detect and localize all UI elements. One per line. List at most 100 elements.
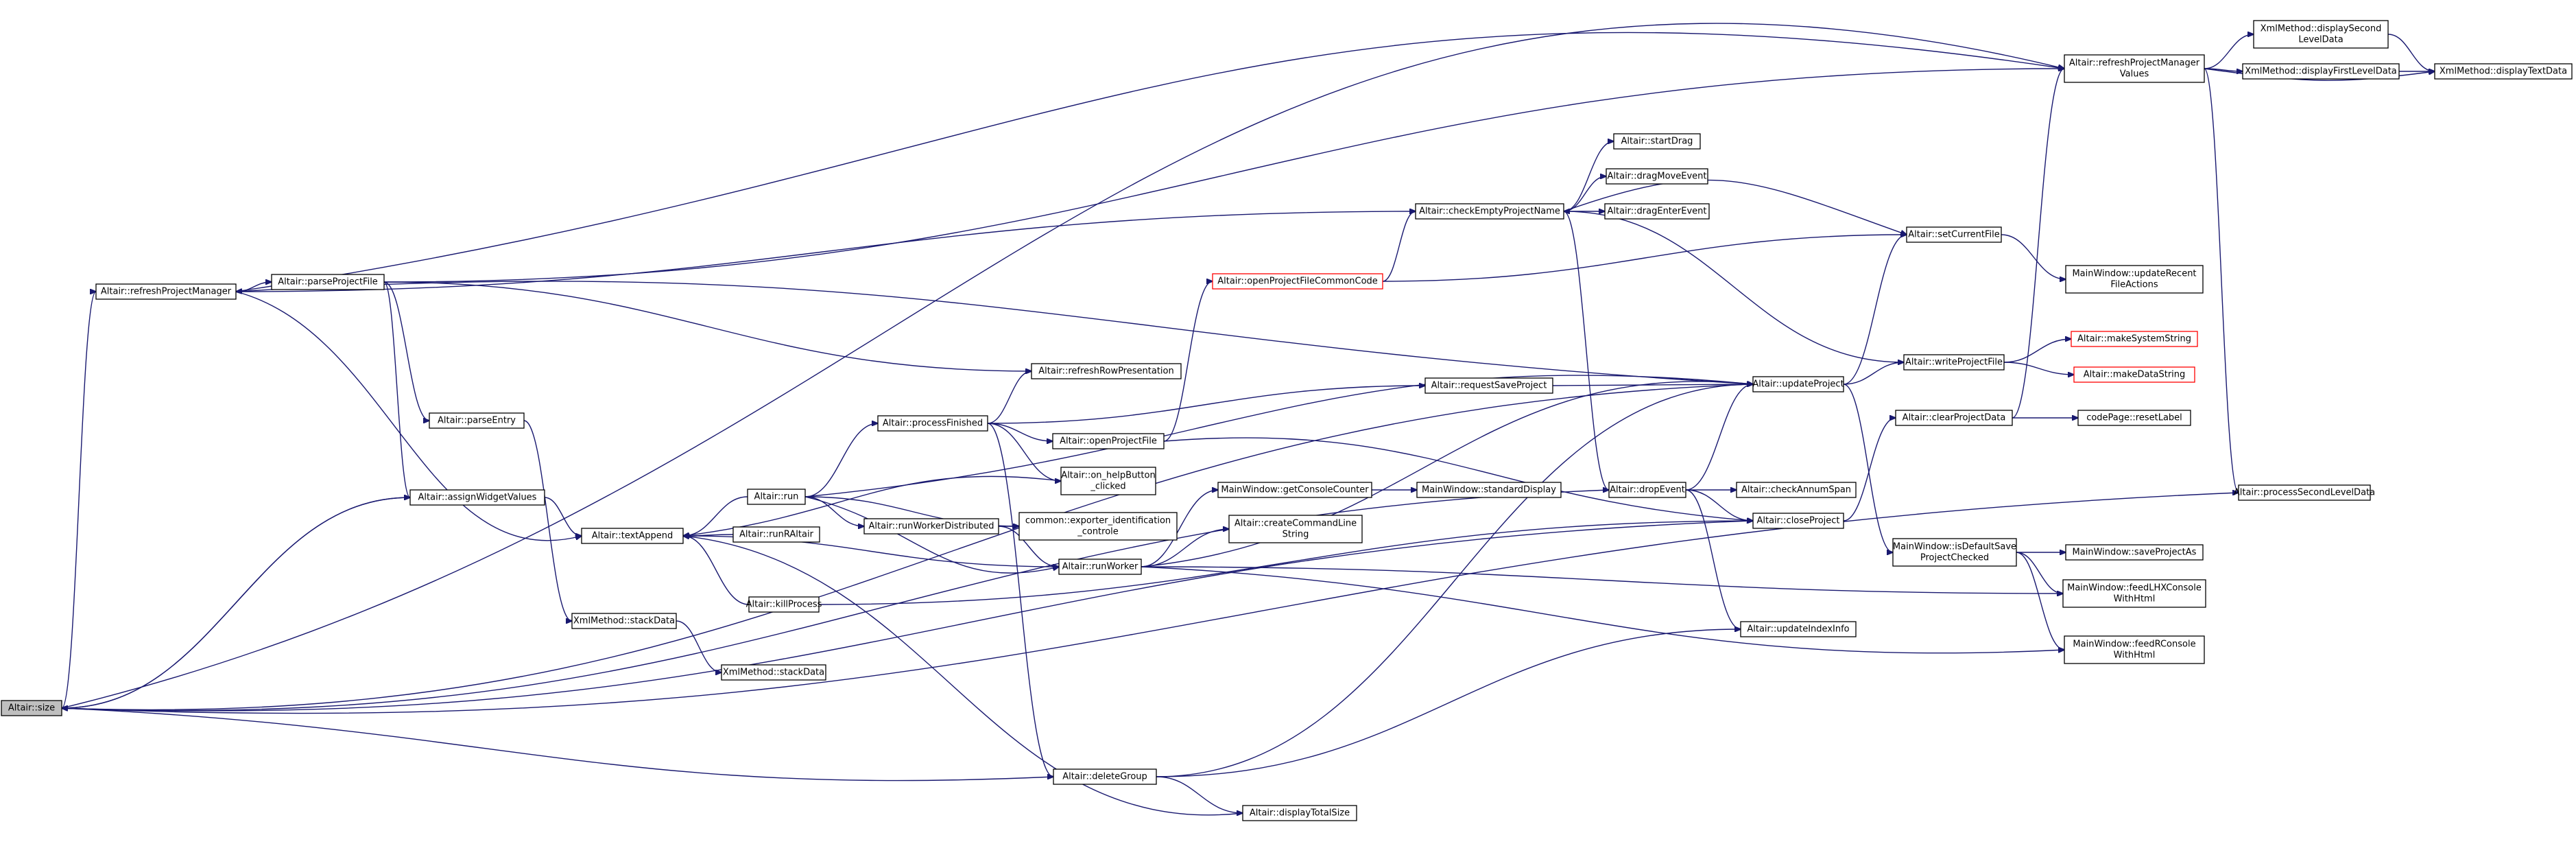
node-process-second[interactable]: Altair::processSecondLevelData bbox=[2234, 484, 2375, 501]
node-label: Altair::parseProjectFile bbox=[278, 277, 378, 287]
node-size[interactable]: Altair::size bbox=[1, 700, 62, 716]
edge-path bbox=[2016, 552, 2063, 594]
node-reset-label[interactable]: codePage::resetLabel bbox=[2077, 410, 2191, 426]
node-display-total[interactable]: Altair::displayTotalSize bbox=[1242, 805, 1357, 821]
node-start-drag[interactable]: Altair::startDrag bbox=[1613, 133, 1701, 150]
node-xml-stack2[interactable]: XmlMethod::stackData bbox=[721, 664, 826, 681]
edge-checkEPN-to-setCurrentFile bbox=[1563, 179, 1907, 235]
node-label: Altair::processSecondLevelData bbox=[2234, 488, 2375, 498]
node-xml-stack1[interactable]: XmlMethod::stackData bbox=[571, 613, 677, 629]
edge-updateProject-to-writePF bbox=[1843, 362, 1904, 385]
edge-size-to-refreshPMV bbox=[61, 23, 2064, 709]
edge-path bbox=[1141, 490, 1218, 567]
edge-refreshPM-to-textAppend bbox=[235, 291, 582, 541]
node-help-btn[interactable]: Altair::on_helpButton_clicked bbox=[1060, 467, 1156, 495]
node-box bbox=[2065, 265, 2204, 294]
edge-path bbox=[1156, 629, 1741, 777]
edge-path bbox=[683, 536, 1243, 816]
node-close-project[interactable]: Altair::closeProject bbox=[1752, 513, 1844, 529]
edge-dropEvent-to-size bbox=[62, 489, 1610, 710]
edge-path bbox=[1156, 384, 1753, 777]
edge-path bbox=[1141, 566, 2063, 594]
edge-path bbox=[544, 497, 582, 536]
edge-path bbox=[62, 497, 411, 708]
node-label: XmlMethod::displayFirstLevelData bbox=[2245, 67, 2397, 77]
node-update-project[interactable]: Altair::updateProject bbox=[1752, 376, 1844, 392]
node-box bbox=[1053, 768, 1157, 785]
edge-requestSave-to-updateProject bbox=[1552, 384, 1753, 386]
node-box bbox=[95, 283, 237, 300]
node-save-project-as[interactable]: MainWindow::saveProjectAs bbox=[2065, 544, 2204, 561]
edge-path bbox=[235, 32, 2064, 292]
node-process-finished[interactable]: Altair::processFinished bbox=[877, 415, 988, 432]
edge-path bbox=[1382, 211, 1416, 282]
node-label: Altair::runRAltair bbox=[739, 530, 814, 540]
node-drag-move[interactable]: Altair::dragMoveEvent bbox=[1606, 168, 1708, 185]
node-delete-group[interactable]: Altair::deleteGroup bbox=[1053, 768, 1157, 785]
node-request-save[interactable]: Altair::requestSaveProject bbox=[1424, 377, 1553, 394]
node-make-data[interactable]: Altair::makeDataString bbox=[2073, 366, 2195, 383]
node-box bbox=[409, 489, 545, 506]
node-box bbox=[1608, 482, 1686, 498]
node-label: Altair::assignWidgetValues bbox=[418, 493, 537, 503]
node-assign-w-v[interactable]: Altair::assignWidgetValues bbox=[409, 489, 545, 506]
node-check-e-p-n[interactable]: Altair::checkEmptyProjectName bbox=[1415, 203, 1564, 220]
node-run-w-d[interactable]: Altair::runWorkerDistributed bbox=[863, 518, 999, 535]
node-text-append[interactable]: Altair::textAppend bbox=[581, 528, 684, 544]
node-get-console[interactable]: MainWindow::getConsoleCounter bbox=[1217, 482, 1372, 498]
node-kill-process[interactable]: Altair::killProcess bbox=[746, 596, 822, 613]
node-box bbox=[581, 528, 684, 544]
edge-path bbox=[683, 536, 750, 605]
node-parse-p-f[interactable]: Altair::parseProjectFile bbox=[271, 274, 385, 290]
node-box bbox=[2064, 635, 2205, 664]
edge-run-to-runWD bbox=[804, 496, 864, 526]
node-drag-enter[interactable]: Altair::dragEnterEvent bbox=[1604, 203, 1710, 220]
node-label: Altair::createCommandLine bbox=[1235, 519, 1357, 529]
edge-assignWV-to-size bbox=[62, 497, 411, 708]
node-write-p-f[interactable]: Altair::writeProjectFile bbox=[1903, 354, 2005, 371]
node-clear-p-d[interactable]: Altair::clearProjectData bbox=[1895, 410, 2013, 426]
node-box bbox=[863, 518, 999, 535]
node-box bbox=[1903, 354, 2005, 371]
node-disp-first[interactable]: XmlMethod::displayFirstLevelData bbox=[2242, 63, 2400, 80]
node-label: Altair::updateProject bbox=[1752, 379, 1844, 390]
node-exporter[interactable]: common::exporter_identification_controle bbox=[1018, 512, 1178, 541]
edge-runWorker-to-feedR bbox=[1141, 566, 2064, 654]
node-drop-event[interactable]: Altair::dropEvent bbox=[1608, 482, 1686, 498]
edge-isDefault-to-feedR bbox=[2016, 552, 2064, 650]
node-check-annum[interactable]: Altair::checkAnnumSpan bbox=[1736, 482, 1857, 498]
node-label: XmlMethod::stackData bbox=[723, 668, 824, 678]
edge-processFinished-to-deleteGroup bbox=[987, 423, 1053, 777]
node-label: Altair::runWorkerDistributed bbox=[869, 521, 994, 532]
edge-path bbox=[1563, 211, 1609, 490]
node-box bbox=[1228, 515, 1363, 543]
node-make-system[interactable]: Altair::makeSystemString bbox=[2071, 331, 2198, 347]
node-label: Altair::startDrag bbox=[1621, 137, 1693, 147]
node-box bbox=[1606, 168, 1708, 185]
node-run-worker[interactable]: Altair::runWorker bbox=[1058, 559, 1142, 575]
node-update-index[interactable]: Altair::updateIndexInfo bbox=[1740, 621, 1857, 637]
edge-path bbox=[1843, 362, 1904, 385]
node-refresh-flow[interactable]: Altair::refreshRowPresentation bbox=[1031, 363, 1182, 379]
node-parse-entry[interactable]: Altair::parseEntry bbox=[429, 412, 525, 429]
node-run-r-altair[interactable]: Altair::runRAltair bbox=[732, 526, 820, 543]
node-set-current-file[interactable]: Altair::setCurrentFile bbox=[1906, 226, 2002, 243]
edge-path bbox=[1563, 176, 1606, 212]
node-disp-text[interactable]: XmlMethod::displayTextData bbox=[2434, 63, 2573, 80]
edge-path bbox=[62, 489, 1610, 710]
node-run[interactable]: Altair::run bbox=[747, 489, 806, 505]
node-open-p-f[interactable]: Altair::openProjectFile bbox=[1052, 433, 1165, 449]
node-label: Altair::on_helpButton bbox=[1061, 471, 1155, 481]
node-open-p-f-c-c[interactable]: Altair::openProjectFileCommonCode bbox=[1212, 273, 1383, 290]
node-standard-display[interactable]: MainWindow::standardDisplay bbox=[1416, 482, 1562, 498]
node-refresh-p-m[interactable]: Altair::refreshProjectManager bbox=[95, 283, 237, 300]
edge-openPFCC-to-setCurrentFile bbox=[1382, 235, 1907, 282]
node-box bbox=[877, 415, 988, 432]
